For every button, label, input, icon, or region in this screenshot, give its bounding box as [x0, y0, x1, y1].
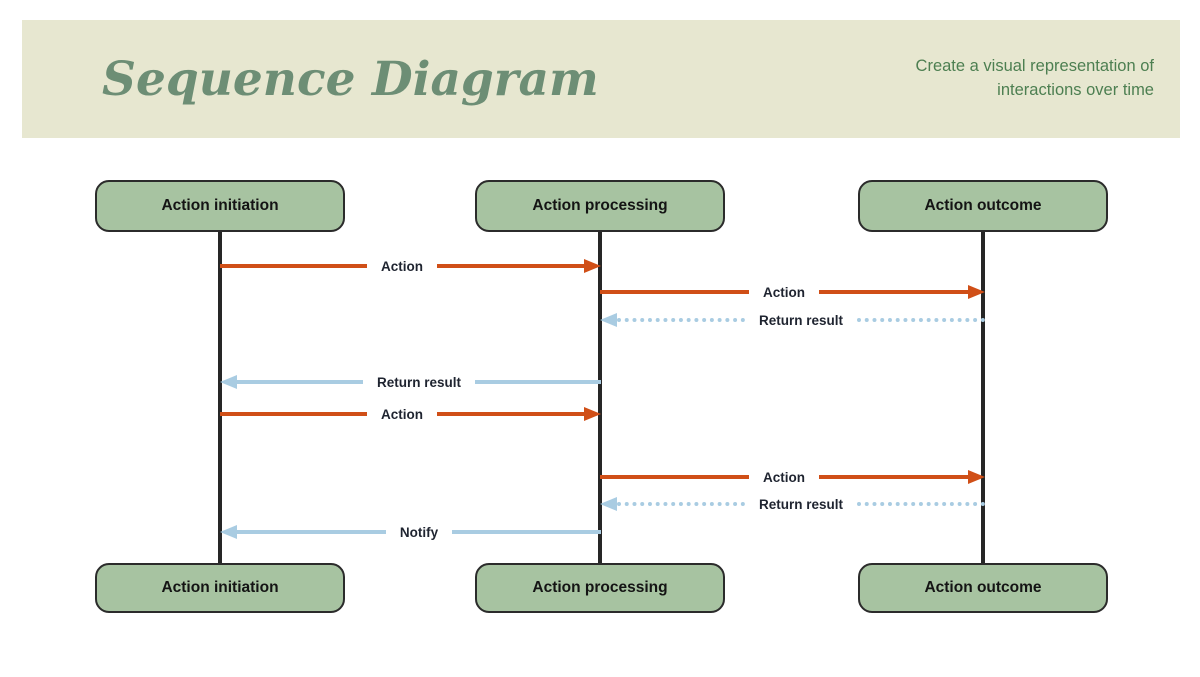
message-line-dotted: [857, 502, 986, 506]
actor-label: Action processing: [532, 197, 668, 214]
arrowhead-left-icon: [600, 313, 617, 327]
message-label: Notify: [399, 524, 439, 540]
arrowhead-left-icon: [220, 375, 237, 389]
message-label: Return result: [759, 496, 844, 512]
message-label: Action: [381, 406, 423, 422]
message-7-return-result: Return result: [600, 495, 986, 513]
message-5-action: Action: [220, 405, 601, 423]
actor-label: Action initiation: [161, 197, 279, 214]
actor-label: Action initiation: [161, 579, 279, 596]
message-label: Action: [381, 258, 423, 274]
message-line: [819, 475, 968, 479]
lifeline-action-processing: [598, 232, 602, 563]
message-line: [237, 380, 363, 384]
actor-box-top-action-outcome: Action outcome: [858, 180, 1108, 232]
message-line: [437, 412, 584, 416]
message-line-dotted: [857, 318, 986, 322]
page-subtitle: Create a visual representation of intera…: [916, 55, 1154, 103]
message-6-action: Action: [600, 468, 985, 486]
arrowhead-left-icon: [600, 497, 617, 511]
arrowhead-right-icon: [968, 285, 985, 299]
message-label: Return result: [377, 374, 462, 390]
lifeline-action-outcome: [981, 232, 985, 563]
subtitle-line-1: Create a visual representation of: [915, 57, 1154, 76]
message-label: Action: [763, 469, 805, 485]
arrowhead-right-icon: [584, 407, 601, 421]
actor-label: Action outcome: [924, 579, 1042, 596]
message-line: [600, 290, 749, 294]
message-line: [237, 530, 386, 534]
actor-box-top-action-processing: Action processing: [475, 180, 725, 232]
actor-box-bottom-action-initiation: Action initiation: [95, 563, 345, 613]
arrowhead-left-icon: [220, 525, 237, 539]
message-line: [220, 412, 367, 416]
message-3-return-result: Return result: [600, 311, 986, 329]
message-line-dotted: [617, 318, 745, 322]
actor-box-bottom-action-processing: Action processing: [475, 563, 725, 613]
message-1-action: Action: [220, 257, 601, 275]
actor-box-top-action-initiation: Action initiation: [95, 180, 345, 232]
message-line: [475, 380, 602, 384]
actor-box-bottom-action-outcome: Action outcome: [858, 563, 1108, 613]
arrowhead-right-icon: [968, 470, 985, 484]
message-line: [220, 264, 367, 268]
message-label: Return result: [759, 312, 844, 328]
actor-label: Action processing: [532, 579, 668, 596]
message-2-action: Action: [600, 283, 985, 301]
message-line: [452, 530, 601, 534]
arrowhead-right-icon: [584, 259, 601, 273]
header-band: Sequence Diagram Create a visual represe…: [22, 20, 1180, 138]
message-line-dotted: [617, 502, 745, 506]
actor-label: Action outcome: [924, 197, 1042, 214]
subtitle-line-2: interactions over time: [997, 81, 1154, 99]
page-title: Sequence Diagram: [102, 51, 599, 107]
message-8-notify: Notify: [220, 523, 601, 541]
message-line: [600, 475, 749, 479]
message-4-return-result: Return result: [220, 373, 602, 391]
message-label: Action: [763, 284, 805, 300]
lifeline-action-initiation: [218, 232, 222, 563]
message-line: [819, 290, 968, 294]
message-line: [437, 264, 584, 268]
